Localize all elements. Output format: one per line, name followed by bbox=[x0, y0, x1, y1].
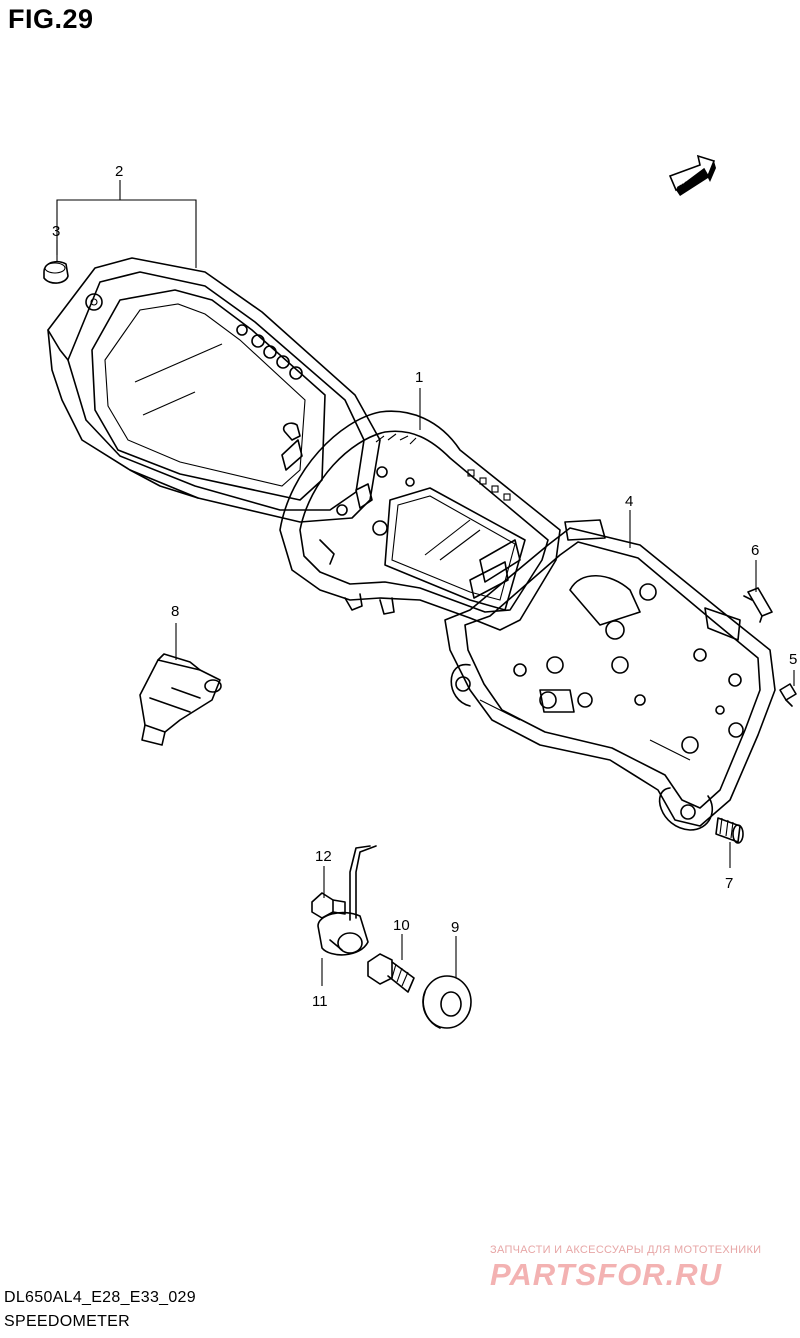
callout-12: 12 bbox=[315, 848, 332, 865]
part-2-meter-cover bbox=[47, 257, 381, 523]
callout-3: 3 bbox=[52, 223, 60, 240]
figure-name: SPEEDOMETER bbox=[4, 1313, 130, 1330]
part-7-screw bbox=[715, 817, 744, 844]
figure-title: FIG.29 bbox=[8, 4, 94, 34]
callout-2: 2 bbox=[115, 163, 123, 180]
callout-10: 10 bbox=[393, 917, 410, 934]
callout-labels: 1 2 3 4 5 6 7 8 9 10 11 12 bbox=[52, 163, 797, 1010]
leader-lines bbox=[56, 180, 795, 986]
part-3-cap bbox=[43, 260, 69, 284]
part-11-sensor bbox=[317, 845, 377, 956]
callout-8: 8 bbox=[171, 603, 179, 620]
part-8-connector bbox=[139, 653, 222, 746]
part-10-bolt bbox=[367, 953, 415, 993]
part-4-lower-case bbox=[444, 519, 776, 831]
callout-11: 11 bbox=[312, 993, 328, 1010]
watermark-logo: PARTSFOR.RU bbox=[490, 1257, 723, 1291]
watermark-logo-text: PARTSFOR.RU bbox=[490, 1257, 723, 1291]
part-9-washer bbox=[422, 975, 472, 1029]
part-5-screw bbox=[779, 683, 797, 707]
callout-5: 5 bbox=[789, 651, 797, 668]
callout-9: 9 bbox=[451, 919, 459, 936]
watermark-tagline: ЗАПЧАСТИ И АКСЕССУАРЫ ДЛЯ МОТОТЕХНИКИ bbox=[490, 1244, 762, 1256]
figure-code: DL650AL4_E28_E33_029 bbox=[4, 1289, 196, 1306]
callout-6: 6 bbox=[751, 542, 759, 559]
part-1-meter-assembly bbox=[279, 410, 561, 631]
callout-7: 7 bbox=[725, 875, 733, 892]
callout-1: 1 bbox=[415, 369, 423, 386]
callout-4: 4 bbox=[625, 493, 633, 510]
part-6-clip bbox=[743, 587, 773, 623]
forward-direction-arrow: FWD bbox=[668, 154, 716, 196]
